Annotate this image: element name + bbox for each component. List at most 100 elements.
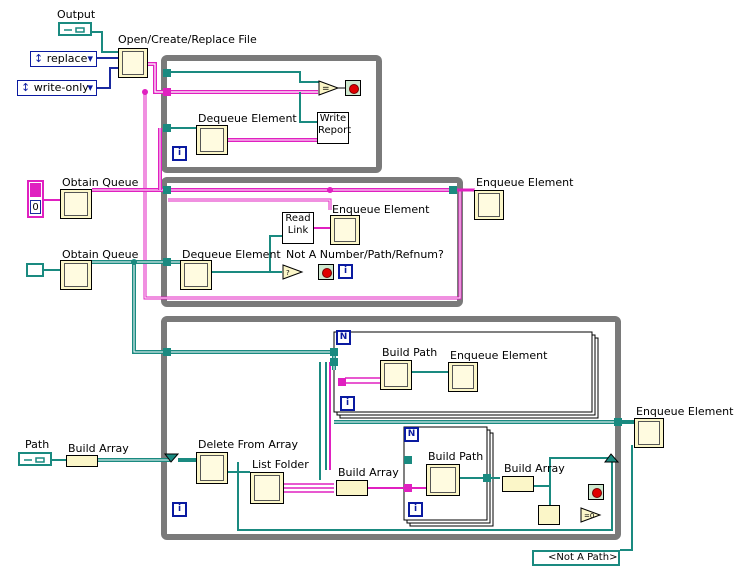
tunnel-11 — [338, 378, 346, 386]
obtain-queue2-node[interactable] — [60, 260, 92, 290]
write-only-value: write-only — [33, 81, 89, 94]
tunnel-3 — [163, 124, 171, 132]
enqueue3-node[interactable] — [448, 362, 478, 392]
array-constant-element — [30, 183, 41, 197]
build-array3-node[interactable] — [502, 476, 534, 492]
iteration-terminal-2: i — [338, 264, 353, 279]
enqueue4-node[interactable] — [634, 418, 664, 448]
shift-register-left — [164, 453, 180, 463]
stop-button-1[interactable] — [345, 80, 361, 96]
not-a-path-constant[interactable]: <Not A Path> — [532, 550, 620, 566]
output-terminal[interactable] — [58, 22, 92, 36]
array-constant-index[interactable]: 0 — [30, 200, 41, 214]
iteration-terminal-3: i — [340, 396, 355, 411]
replace-arrows-icon: ↕ — [34, 52, 44, 65]
replace-value: replace — [46, 52, 88, 65]
build-array1-node[interactable] — [66, 455, 98, 467]
wire-writeonly — [97, 67, 118, 89]
build-array2-node[interactable] — [336, 480, 368, 496]
obtain-queue1-label: Obtain Queue — [62, 176, 139, 189]
tunnel-5 — [163, 258, 171, 266]
stop-button-3[interactable] — [588, 484, 604, 500]
build-path2-node[interactable] — [426, 464, 460, 496]
build-path1-node[interactable] — [380, 360, 412, 390]
while-loop-3 — [161, 316, 621, 540]
dequeue2-label: Dequeue Element — [182, 248, 281, 261]
wire-delete-down — [237, 460, 613, 531]
tunnel-14 — [483, 474, 491, 482]
tunnel-4 — [163, 186, 171, 194]
path-control[interactable] — [18, 452, 52, 466]
open-file-node[interactable] — [118, 48, 148, 78]
wire-teal-vertical — [319, 362, 327, 480]
tunnel-2 — [163, 88, 171, 96]
write-report-node[interactable]: Write Report — [317, 112, 351, 144]
enqueue-icon — [478, 193, 500, 217]
tunnel-6 — [449, 186, 457, 194]
not-a-number-label: Not A Number/Path/Refnum? — [286, 248, 444, 261]
for-loop-count-1: N — [336, 330, 351, 345]
file-icon — [122, 51, 144, 75]
dequeue1-label: Dequeue Element — [198, 112, 297, 125]
svg-text:?: ? — [286, 269, 290, 277]
stop-button-2[interactable] — [318, 264, 334, 280]
delete-from-array-node[interactable] — [196, 452, 228, 484]
equal-zero-comparator: =0 — [580, 507, 602, 523]
wire-listfolder-pink — [284, 483, 334, 493]
shift-register-right — [604, 453, 620, 463]
junction-2 — [142, 89, 148, 95]
obtain-queue1-node[interactable] — [60, 189, 92, 219]
for-loop-count-2: N — [404, 427, 419, 442]
while-loop-1 — [161, 55, 382, 173]
wire-file-refnum — [148, 62, 318, 94]
read-link-label: Read Link — [285, 213, 311, 236]
write-only-arrows-icon: ↕ — [21, 81, 31, 94]
iteration-terminal-4: i — [172, 502, 187, 517]
build-array3-label: Build Array — [504, 462, 565, 475]
queue-icon — [64, 192, 88, 216]
junction-3 — [131, 259, 137, 265]
list-folder-label: List Folder — [252, 458, 309, 471]
wire-buildpath1 — [345, 377, 380, 384]
chevron-down-icon: ▾ — [87, 52, 93, 65]
chevron-down-icon: ▾ — [87, 81, 93, 94]
tunnel-9 — [330, 348, 338, 356]
enqueue3-label: Enqueue Element — [450, 349, 548, 362]
write-only-enum[interactable]: ↕ write-only ▾ — [17, 80, 97, 96]
enqueue-icon — [452, 365, 474, 389]
read-link-node[interactable]: Read Link — [282, 212, 314, 244]
replace-enum[interactable]: ↕ replace ▾ — [30, 51, 97, 67]
tunnel-13 — [404, 484, 412, 492]
output-label: Output — [57, 8, 96, 21]
not-a-path-value: <Not A Path> — [548, 552, 618, 563]
iteration-terminal-1: i — [172, 146, 187, 161]
delete-from-array-label: Delete From Array — [198, 438, 299, 451]
enqueue-inner-node[interactable] — [330, 215, 360, 245]
enqueue1-label: Enqueue Element — [476, 176, 574, 189]
junction-1 — [327, 187, 333, 193]
array-size-node[interactable] — [538, 505, 560, 525]
obtain-queue2-label: Obtain Queue — [62, 248, 139, 261]
wire-loop1-d — [299, 92, 318, 123]
list-folder-node[interactable] — [250, 472, 284, 504]
tunnel-10 — [330, 358, 338, 366]
dequeue1-node[interactable] — [196, 125, 228, 155]
enqueue1-node[interactable] — [474, 190, 504, 220]
path-constant-small[interactable] — [26, 263, 44, 277]
dequeue-icon — [200, 128, 224, 152]
tunnel-1 — [163, 69, 171, 77]
tunnel-8 — [614, 418, 622, 426]
svg-text:=: = — [322, 84, 330, 94]
dequeue2-node[interactable] — [180, 260, 212, 290]
build-path1-label: Build Path — [382, 346, 438, 359]
path-label: Path — [25, 438, 50, 451]
enqueue4-label: Enqueue Element — [636, 405, 734, 418]
enqueue-icon — [334, 218, 356, 242]
wire-buildarray3-up — [549, 457, 612, 486]
build-array1-label: Build Array — [68, 442, 129, 455]
iteration-terminal-5: i — [408, 502, 423, 517]
wire-loop2-deq — [212, 235, 282, 273]
wire-queue-loop2 — [168, 198, 332, 210]
equal-comparator: = — [318, 80, 340, 96]
